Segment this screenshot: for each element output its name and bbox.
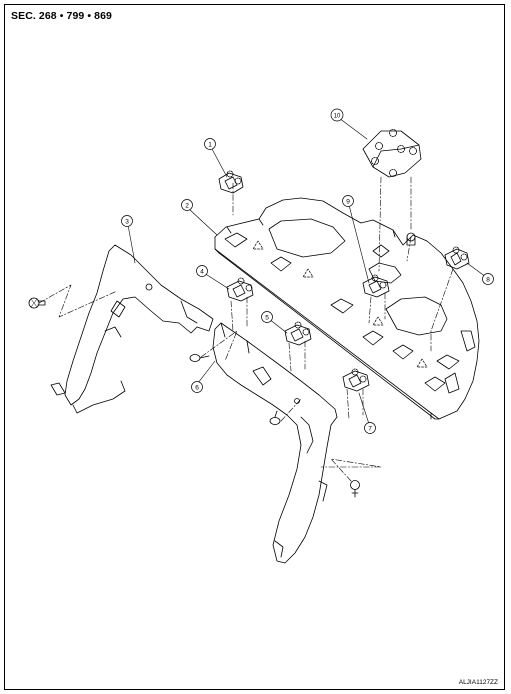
- callout-10: 10: [330, 108, 344, 122]
- svg-text:1: 1: [208, 142, 212, 149]
- svg-text:8: 8: [486, 277, 490, 284]
- diagram-frame: SEC. 268 • 799 • 869: [4, 4, 505, 690]
- svg-text:2: 2: [185, 203, 189, 210]
- section-label: SEC. 268 • 799 • 869: [11, 10, 113, 22]
- bolt-bottom-icon: [350, 480, 360, 498]
- callout-1: 1: [204, 138, 216, 150]
- svg-text:10: 10: [334, 114, 341, 120]
- svg-text:3: 3: [125, 219, 129, 226]
- callout-6: 6: [191, 381, 203, 393]
- rear-pillar-trim-right: [212, 322, 338, 564]
- svg-text:9: 9: [346, 199, 350, 206]
- svg-text:5: 5: [265, 315, 269, 322]
- clip-part-7: [342, 368, 370, 392]
- svg-text:6: 6: [195, 385, 199, 392]
- exploded-parts-diagram: 1 2 3 4 5 6 7 8 9 10: [28, 108, 494, 564]
- callout-5: 5: [261, 311, 273, 323]
- push-clip-b-icon: [269, 410, 281, 425]
- bolt-left-icon: [28, 297, 46, 309]
- rear-parcel-shelf: [214, 197, 480, 420]
- bracket-part-10: [362, 129, 422, 178]
- rear-pillar-trim-left: [50, 244, 214, 414]
- clip-part-9: [362, 274, 390, 298]
- guide-lines: [38, 176, 454, 482]
- svg-text:7: 7: [368, 426, 372, 433]
- callout-8: 8: [482, 273, 494, 285]
- figure-id: ALJIA1127ZZ: [458, 679, 498, 686]
- callout-4: 4: [196, 265, 208, 277]
- callout-leaders: [127, 117, 487, 425]
- callout-2: 2: [181, 199, 193, 211]
- svg-text:4: 4: [200, 269, 204, 276]
- callout-7: 7: [364, 422, 376, 434]
- clip-part-5: [284, 321, 312, 346]
- clip-part-1: [218, 170, 244, 194]
- callout-9: 9: [342, 195, 354, 207]
- shelf-bolt-icon: [406, 232, 416, 246]
- clip-part-8: [444, 246, 470, 270]
- clip-part-4: [226, 277, 254, 302]
- push-clip-a-icon: [189, 354, 210, 362]
- callout-3: 3: [121, 215, 133, 227]
